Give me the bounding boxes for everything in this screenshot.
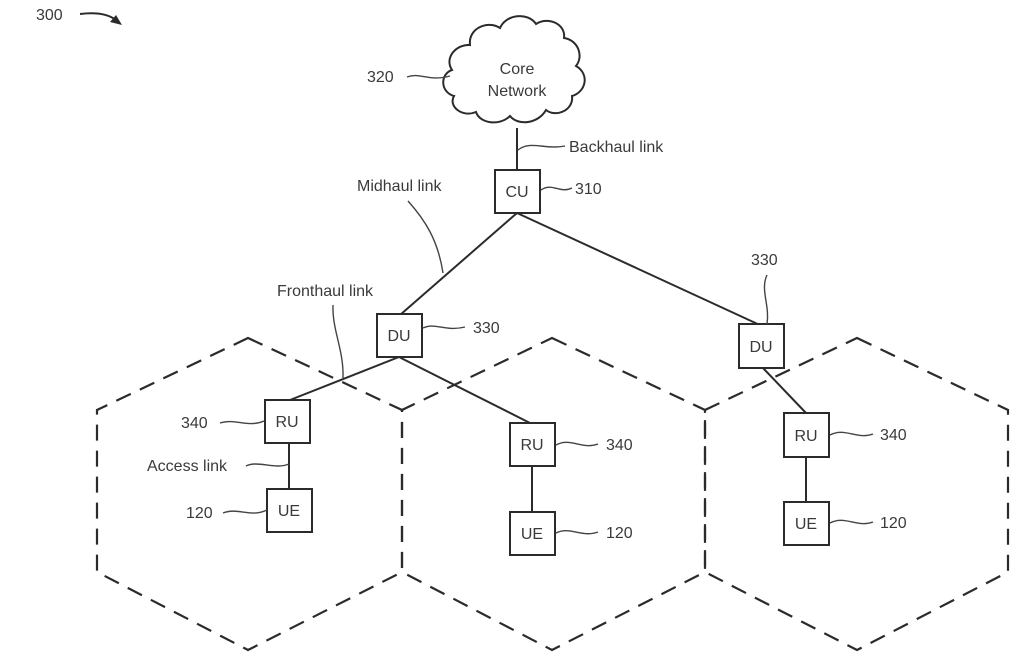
ru-label-2: RU: [520, 437, 543, 454]
du-right-leader: [763, 274, 769, 325]
access-link-leader: [245, 463, 290, 467]
ru-ref-3: 340: [880, 427, 907, 444]
core-network-cloud: [442, 15, 586, 124]
du-left-label: DU: [387, 328, 410, 345]
backhaul-link-label: Backhaul link: [569, 139, 664, 156]
midhaul-leader: [407, 200, 444, 274]
ru-label-3: RU: [794, 428, 817, 445]
ue-label-1: UE: [278, 503, 300, 520]
core-network-ref: 320: [367, 69, 394, 86]
ru-label-1: RU: [275, 414, 298, 431]
cell-hexagon-middle: [400, 336, 707, 652]
fronthaul-link-label: Fronthaul link: [277, 283, 374, 300]
backhaul-leader: [517, 144, 566, 151]
ru-box-1: [264, 399, 311, 444]
du-right-ref: 330: [751, 252, 778, 269]
cu-ref: 310: [575, 181, 602, 198]
du-left-box: [376, 313, 423, 358]
fronthaul-link-right: [762, 367, 807, 414]
core-network-label-line2: Network: [488, 83, 548, 100]
ru-leader-1: [219, 420, 265, 425]
cu-leader: [540, 186, 573, 191]
fronthaul-leader: [332, 304, 344, 379]
ue-box-3: [783, 501, 830, 546]
ru-box-2: [509, 422, 556, 467]
figure-ref-label: 300: [36, 7, 63, 24]
cell-hexagon-left: [95, 336, 404, 652]
midhaul-link-left: [399, 212, 518, 316]
ue-label-3: UE: [795, 516, 817, 533]
cu-box: [494, 169, 541, 214]
cu-label: CU: [505, 184, 528, 201]
ru-leader-2: [555, 441, 599, 447]
ue-leader-2: [555, 530, 599, 535]
ue-ref-2: 120: [606, 525, 633, 542]
ue-ref-3: 120: [880, 515, 907, 532]
core-network-label-line1: Core: [500, 61, 535, 78]
ru-ref-2: 340: [606, 437, 633, 454]
midhaul-link-label: Midhaul link: [357, 178, 442, 195]
ue-box-2: [509, 511, 556, 556]
ue-label-2: UE: [521, 526, 543, 543]
ru-ref-1: 340: [181, 415, 208, 432]
curved-arrow-icon: [79, 12, 122, 25]
midhaul-link-right: [516, 212, 763, 327]
du-right-label: DU: [749, 339, 772, 356]
du-left-leader: [422, 325, 466, 330]
access-link-label: Access link: [147, 458, 228, 475]
cell-hexagon-right: [703, 336, 1010, 652]
fronthaul-link-left: [289, 356, 400, 401]
fronthaul-link-middle: [398, 356, 531, 424]
du-left-ref: 330: [473, 320, 500, 337]
ru-box-3: [783, 412, 830, 458]
ue-ref-1: 120: [186, 505, 213, 522]
ue-leader-1: [222, 509, 268, 514]
core-network-leader: [406, 74, 451, 79]
du-right-box: [738, 323, 785, 369]
ru-leader-3: [829, 431, 874, 437]
ue-leader-3: [829, 519, 874, 525]
